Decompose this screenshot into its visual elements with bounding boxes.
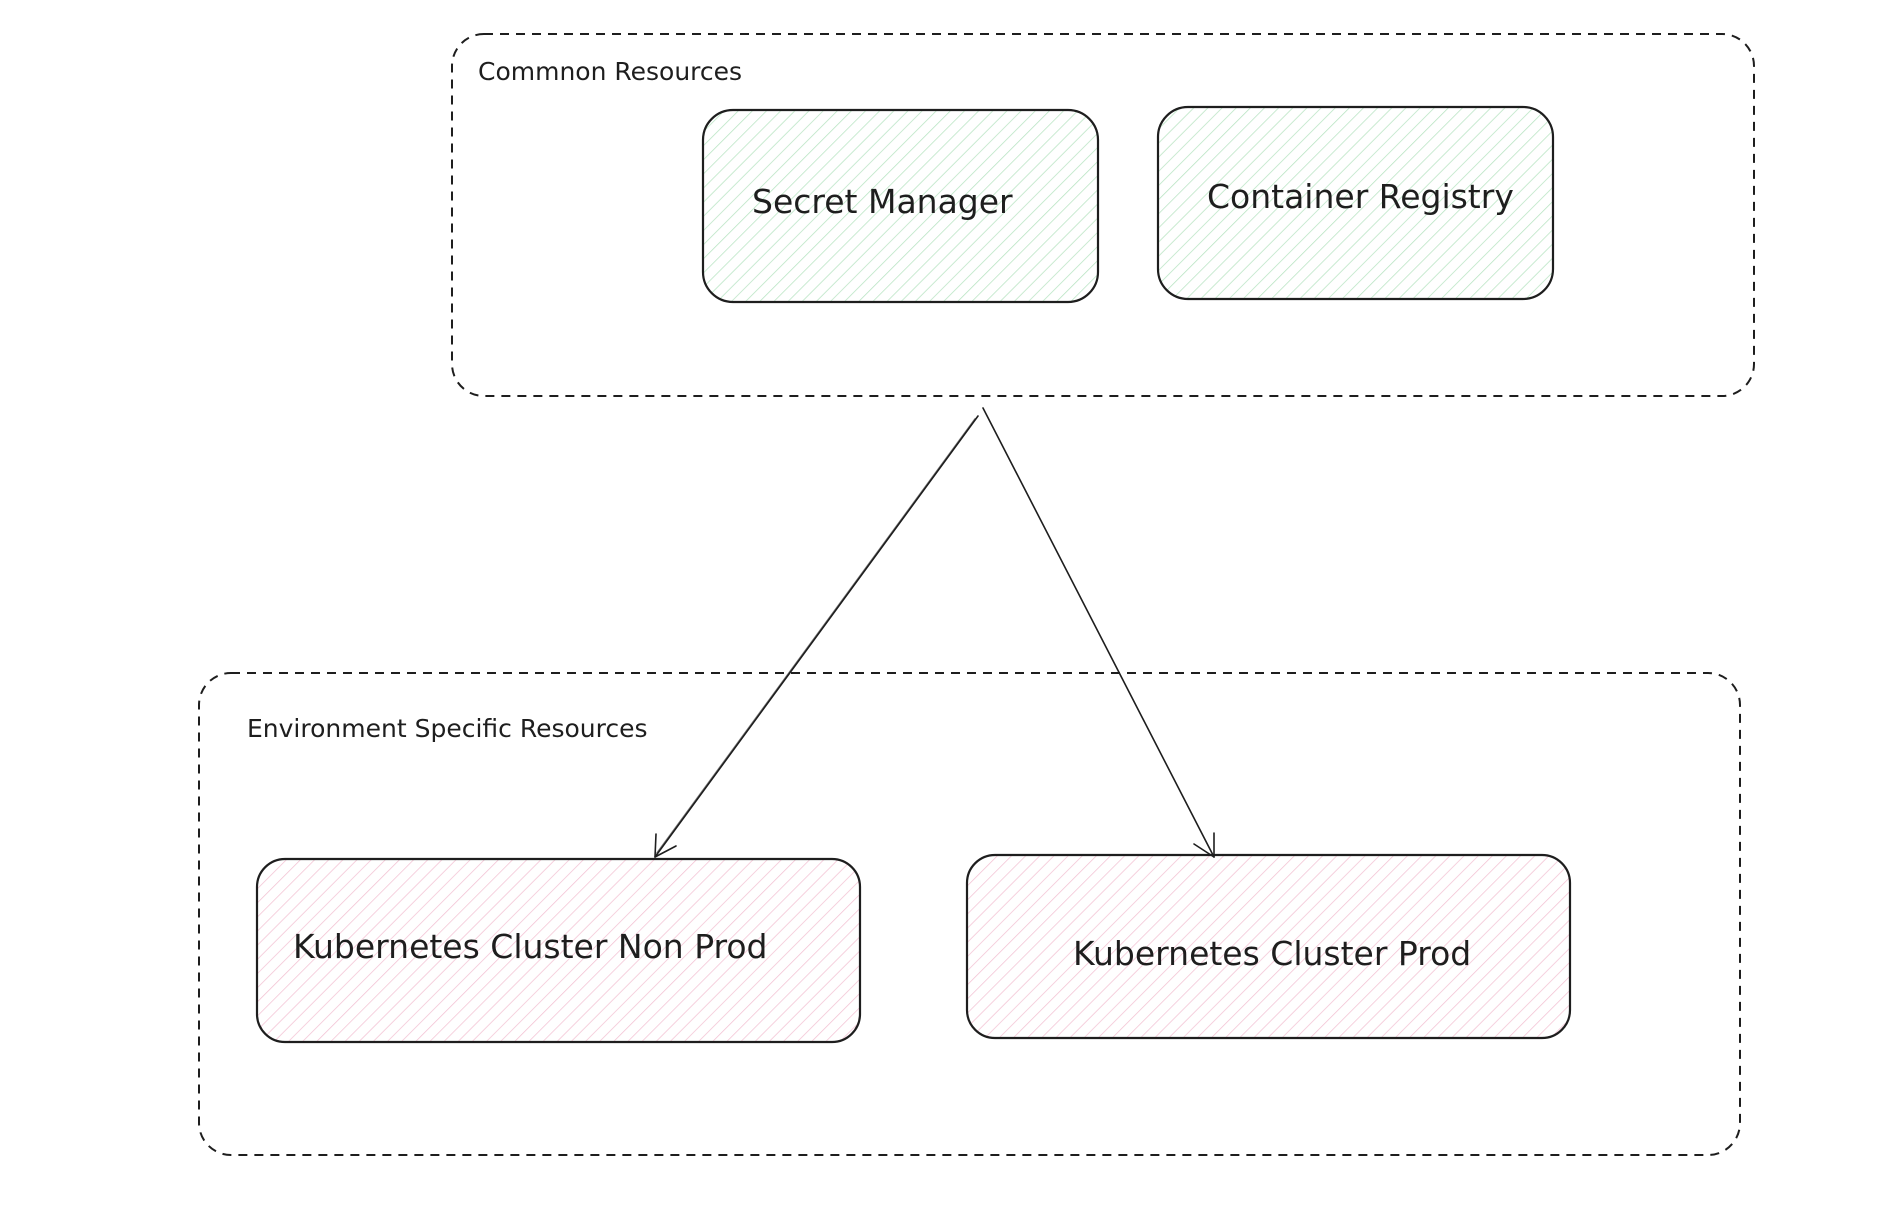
- secret-manager-node[interactable]: Secret Manager: [701, 108, 1100, 304]
- environment-resources-label: Environment Specific Resources: [247, 714, 648, 743]
- secret-manager-box: [701, 108, 1100, 304]
- environment-resources-frame: [198, 672, 1741, 1156]
- kubernetes-non-prod-box: [255, 857, 862, 1044]
- kubernetes-prod-node[interactable]: Kubernetes Cluster Prod: [965, 853, 1572, 1040]
- container-registry-label: Container Registry: [1207, 177, 1514, 216]
- kubernetes-prod-box: [965, 853, 1572, 1040]
- edge-common-to-non-prod[interactable]: [654, 415, 979, 858]
- container-registry-node[interactable]: Container Registry: [1156, 105, 1555, 301]
- edge-common-to-prod[interactable]: [982, 407, 1215, 858]
- kubernetes-prod-label: Kubernetes Cluster Prod: [1073, 934, 1471, 973]
- common-resources-label: Commnon Resources: [478, 57, 742, 86]
- container-registry-box: [1156, 105, 1555, 301]
- environment-resources-group[interactable]: Environment Specific Resources: [198, 672, 1741, 1156]
- edge-line-prod: [982, 407, 1215, 858]
- edge-line-non-prod-sketch: [656, 418, 976, 854]
- kubernetes-non-prod-label: Kubernetes Cluster Non Prod: [293, 927, 768, 966]
- secret-manager-label: Secret Manager: [752, 182, 1013, 221]
- arrowhead-non-prod-icon: [654, 833, 677, 858]
- common-resources-group[interactable]: Commnon Resources: [451, 33, 1755, 397]
- arrowhead-prod-icon: [1193, 832, 1215, 858]
- kubernetes-non-prod-node[interactable]: Kubernetes Cluster Non Prod: [255, 857, 862, 1044]
- common-resources-frame: [451, 33, 1755, 397]
